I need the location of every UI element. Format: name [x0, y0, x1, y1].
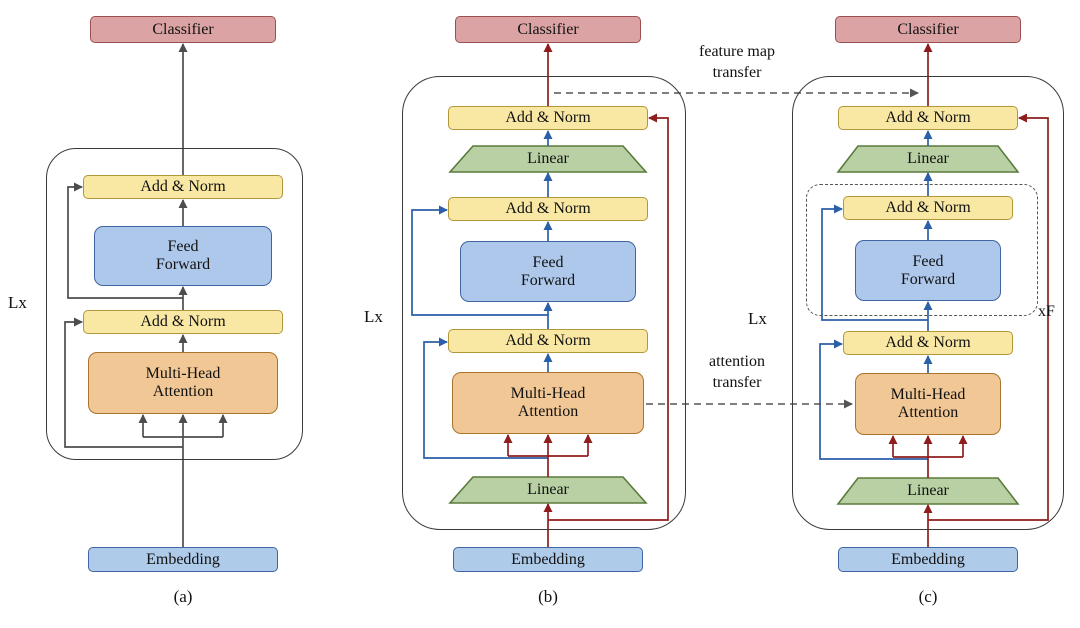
multi-head-attention-block: Multi-Head Attention — [855, 373, 1001, 435]
linear-label: Linear — [527, 150, 569, 167]
attention-transfer-label: attention transfer — [709, 353, 765, 391]
classifier-block: Classifier — [835, 16, 1021, 43]
encoder-layer-container — [46, 148, 303, 460]
panel-b-blue-arrows — [411, 130, 553, 459]
panel-a-arrows — [64, 43, 228, 547]
feed-forward-block: Feed Forward — [94, 226, 272, 286]
linear-trapezoids — [448, 145, 1020, 505]
embedding-block: Embedding — [88, 547, 278, 572]
transfer-arrows — [554, 88, 919, 409]
layer-repeat-label: Lx — [8, 293, 27, 312]
panel-b-red-arrows — [503, 43, 669, 547]
linear-block — [448, 145, 648, 173]
panel-caption: (a) — [173, 587, 193, 606]
panel-c-red-arrows — [888, 43, 1049, 547]
panel-caption: (c) — [918, 587, 938, 606]
add-norm-block: Add & Norm — [448, 197, 648, 221]
ffn-repeat-label: xF — [1038, 303, 1055, 320]
add-norm-block: Add & Norm — [448, 329, 648, 353]
add-norm-block: Add & Norm — [83, 310, 283, 334]
add-norm-block: Add & Norm — [843, 196, 1013, 220]
encoder-layer-container — [792, 76, 1064, 530]
feature-map-transfer-label: feature map transfer — [699, 43, 775, 81]
classifier-block: Classifier — [455, 16, 641, 43]
linear-block — [836, 145, 1020, 173]
layer-repeat-label: Lx — [364, 307, 383, 326]
panel-c-blue-arrows — [819, 130, 933, 460]
add-norm-block: Add & Norm — [448, 106, 648, 130]
add-norm-block: Add & Norm — [838, 106, 1018, 130]
linear-block — [836, 477, 1020, 505]
linear-label: Linear — [907, 150, 949, 167]
panel-caption: (b) — [538, 587, 558, 606]
linear-label: Linear — [527, 481, 569, 498]
feed-forward-block: Feed Forward — [460, 241, 636, 302]
multi-head-attention-block: Multi-Head Attention — [452, 372, 644, 434]
embedding-block: Embedding — [453, 547, 643, 572]
layer-repeat-label: Lx — [748, 309, 767, 328]
encoder-layer-container — [402, 76, 686, 530]
linear-label: Linear — [907, 482, 949, 499]
linear-block — [448, 476, 648, 504]
add-norm-block: Add & Norm — [843, 331, 1013, 355]
add-norm-block: Add & Norm — [83, 175, 283, 199]
embedding-block: Embedding — [838, 547, 1018, 572]
multi-head-attention-block: Multi-Head Attention — [88, 352, 278, 414]
shared-ffn-dashed-container — [806, 184, 1038, 316]
classifier-block: Classifier — [90, 16, 276, 43]
feed-forward-block: Feed Forward — [855, 240, 1001, 301]
